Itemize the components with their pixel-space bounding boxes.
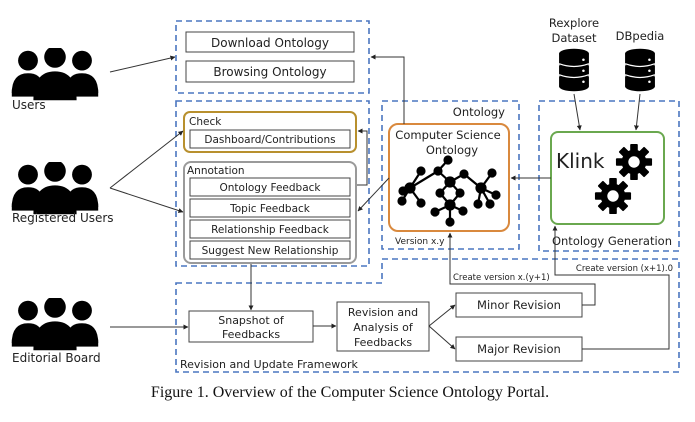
arrow-analysis-to-major xyxy=(428,325,456,350)
suggest-new-relationship-box[interactable] xyxy=(189,240,351,260)
arrow-minor-to-ontology xyxy=(447,232,596,306)
editorial-board-label: Editorial Board xyxy=(12,351,101,365)
revision-framework-label: Revision and Update Framework xyxy=(180,358,359,371)
ontology-generation-label: Ontology Generation xyxy=(552,234,672,248)
arrow-ontology-to-annotation xyxy=(357,177,390,212)
arrow-users-to-public xyxy=(109,55,176,73)
annotation-title: Annotation xyxy=(187,165,245,177)
people-icon xyxy=(11,48,99,101)
analysis-label-line1: Revision and xyxy=(348,306,418,319)
arrow-registered-to-check xyxy=(109,130,184,189)
ontology-generation-group xyxy=(538,100,680,252)
revision-framework-group xyxy=(175,258,680,373)
dbpedia-database-icon xyxy=(624,48,656,92)
topic-feedback-label: Topic Feedback xyxy=(229,203,311,215)
figure-caption: Figure 1. Overview of the Computer Scien… xyxy=(151,384,549,401)
dashboard-contributions-label: Dashboard/Contributions xyxy=(204,134,335,146)
minor-revision-label: Minor Revision xyxy=(477,298,561,312)
klink-box[interactable] xyxy=(550,131,665,225)
people-icon xyxy=(11,162,99,215)
snapshot-label-line1: Snapshot of xyxy=(218,314,285,327)
ontology-feedback-label: Ontology Feedback xyxy=(219,182,321,194)
rexplore-label-line1: Rexplore xyxy=(549,16,599,30)
gear-icon xyxy=(594,177,632,215)
network-graph-icon xyxy=(397,155,501,227)
rexplore-database-icon xyxy=(558,48,590,92)
dashboard-contributions-box[interactable] xyxy=(189,129,351,149)
browsing-ontology-label: Browsing Ontology xyxy=(213,65,326,79)
download-ontology-box[interactable] xyxy=(185,31,355,53)
snapshot-label-line2: Feedbacks xyxy=(222,328,280,341)
users-actor: Users xyxy=(11,48,99,112)
arrow-analysis-to-minor xyxy=(428,304,456,327)
suggest-new-relationship-label: Suggest New Relationship xyxy=(202,245,339,257)
arrow-registered-to-annotation xyxy=(109,187,184,213)
relationship-feedback-box[interactable] xyxy=(189,219,351,239)
connectors xyxy=(109,54,670,350)
ontology-group-label: Ontology xyxy=(453,105,505,119)
dbpedia-label: DBpedia xyxy=(616,29,665,43)
snapshot-box[interactable] xyxy=(188,310,314,343)
create-major-version-label: Create version (x+1).0 xyxy=(576,264,673,274)
registered-users-actor: Registered Users xyxy=(11,162,114,225)
people-icon xyxy=(11,298,99,351)
arrow-ontology-to-public xyxy=(370,54,405,124)
arrow-dbpedia-to-klink xyxy=(634,93,641,131)
arrow-annotation-to-check xyxy=(357,128,368,186)
ontology-feedback-box[interactable] xyxy=(189,177,351,197)
analysis-label-line2: Analysis of xyxy=(353,321,414,334)
download-ontology-label: Download Ontology xyxy=(211,36,329,50)
topic-feedback-box[interactable] xyxy=(189,198,351,218)
editorial-board-actor: Editorial Board xyxy=(11,298,101,365)
create-minor-version-label: Create version x.(y+1) xyxy=(453,273,550,283)
public-access-group xyxy=(175,20,370,94)
arrow-major-to-klink xyxy=(552,225,670,350)
minor-revision-box[interactable] xyxy=(455,292,583,318)
registered-users-label: Registered Users xyxy=(12,211,114,225)
klink-label: Klink xyxy=(556,149,605,173)
arrow-rexplore-to-klink xyxy=(573,93,582,131)
version-label: Version x.y xyxy=(395,237,445,247)
browsing-ontology-box[interactable] xyxy=(185,60,355,83)
annotation-items: Ontology Feedback Topic Feedback Relatio… xyxy=(189,177,351,260)
rexplore-label-line2: Dataset xyxy=(551,31,597,45)
relationship-feedback-label: Relationship Feedback xyxy=(211,224,330,236)
major-revision-label: Major Revision xyxy=(477,342,561,356)
users-label: Users xyxy=(12,98,46,112)
check-title: Check xyxy=(189,116,222,128)
cso-title-line2: Ontology xyxy=(426,143,478,157)
registered-access-group xyxy=(175,100,370,267)
analysis-label-line3: Feedbacks xyxy=(354,336,412,349)
cso-title-line1: Computer Science xyxy=(395,128,500,142)
gear-icon xyxy=(615,143,653,181)
